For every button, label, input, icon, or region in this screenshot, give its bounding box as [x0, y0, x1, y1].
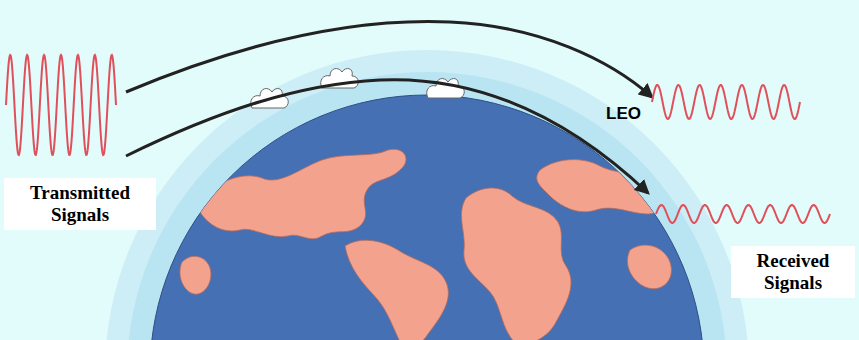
transmitted-wave — [6, 55, 116, 155]
orbit-label: LEO — [606, 104, 641, 124]
south-america — [345, 240, 448, 340]
island — [627, 245, 671, 289]
propagation-arrow — [126, 80, 648, 193]
africa — [461, 188, 571, 340]
earth-globe — [150, 95, 704, 340]
eurasia — [537, 160, 667, 214]
atmosphere-inner — [127, 72, 727, 340]
signal-label: Received Signals — [731, 246, 855, 298]
atmosphere — [105, 50, 749, 340]
propagation-arrow — [126, 22, 652, 97]
received-wave — [656, 205, 830, 223]
received-wave — [652, 85, 800, 119]
island — [180, 256, 211, 294]
clouds — [251, 69, 465, 108]
north-america — [196, 149, 406, 239]
signal-label: Transmitted Signals — [4, 178, 156, 230]
continents — [180, 149, 671, 340]
